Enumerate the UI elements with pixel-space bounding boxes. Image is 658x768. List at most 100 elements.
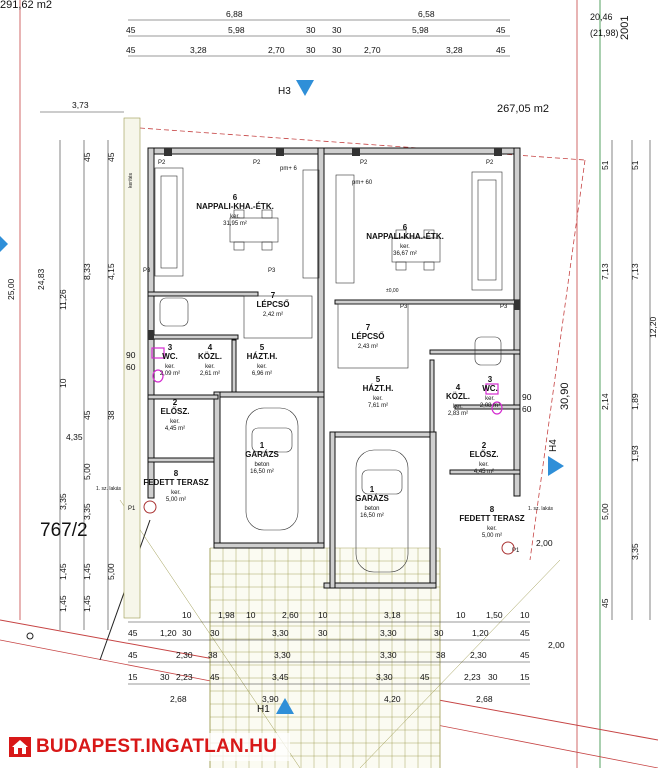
dim-bottom-row2-3: 30 bbox=[210, 628, 220, 638]
level-mark: ±0,00 bbox=[386, 288, 399, 294]
dim-bottom-row4-2: 2,23 bbox=[176, 672, 193, 682]
dim-bottom-row1-5: 3,18 bbox=[384, 610, 401, 620]
dim-bottom-row1-4: 10 bbox=[318, 610, 328, 620]
room-area: 31,95 m² bbox=[223, 221, 247, 227]
plot-area-left: 291,62 m2 bbox=[0, 0, 52, 11]
room-area: 5,00 m² bbox=[482, 533, 502, 539]
dim-top-13: 30 bbox=[332, 45, 342, 55]
room-area: 6,96 m² bbox=[252, 371, 272, 377]
h3-arrow bbox=[296, 80, 314, 96]
misc-labels: P2 P2 P2 P2 P3 P3 P3 P3 P1 P1 pm+ 6 pm+ … bbox=[26, 160, 554, 640]
plot-area-right: 267,05 m2 bbox=[497, 103, 549, 115]
room-name: ELŐSZ. bbox=[470, 450, 499, 459]
dim-right-9: 1,89 bbox=[630, 393, 640, 410]
dim-right-4: 7,13 bbox=[600, 263, 610, 280]
room-number: 8 bbox=[490, 505, 495, 514]
h1-arrow bbox=[276, 698, 294, 714]
room-floor: ker. bbox=[170, 419, 180, 425]
room-floor: ker. bbox=[373, 396, 383, 402]
dim-bottom-row5-0: 2,68 bbox=[170, 694, 187, 704]
room-name: WC. bbox=[482, 384, 498, 393]
dim-top-15: 3,28 bbox=[446, 45, 463, 55]
room-name: NAPPALI-KHA.-ÉTK. bbox=[196, 202, 274, 211]
dim-left-wall-2: 4,15 bbox=[106, 263, 116, 280]
h4-label: H4 bbox=[548, 439, 559, 452]
room-floor: ker. bbox=[205, 364, 215, 370]
dim-bottom-row5-2: 4,20 bbox=[384, 694, 401, 704]
dim-left-inner-6: 1,45 bbox=[82, 563, 92, 580]
room-name: ELŐSZ. bbox=[161, 407, 190, 416]
room-name: FEDETT TERASZ bbox=[143, 478, 208, 487]
dim-left-outer-2: 25,00 bbox=[6, 278, 16, 300]
dim-bottom-row2-7: 30 bbox=[434, 628, 444, 638]
dim-left-outer-4: 10 bbox=[58, 378, 68, 388]
dim-left-outer-1: 24,83 bbox=[36, 268, 46, 290]
room-number: 4 bbox=[208, 343, 213, 352]
dim-left-inner-4: 5,00 bbox=[82, 463, 92, 480]
dim-bottom-row1-6: 10 bbox=[456, 610, 466, 620]
dim-bottom-row3-4: 3,30 bbox=[380, 650, 397, 660]
dim-right-10: 1,93 bbox=[630, 445, 640, 462]
room-area: 2,09 m² bbox=[160, 371, 180, 377]
dim-left-inner-1: 45 bbox=[82, 152, 92, 162]
entry-left: 1. sz. lakás bbox=[96, 486, 122, 492]
room-area: 4,45 m² bbox=[165, 426, 185, 432]
fence-label: kerítés bbox=[128, 172, 134, 188]
room-floor: beton bbox=[364, 506, 379, 512]
dim-bottom-row4-5: 3,30 bbox=[376, 672, 393, 682]
room-floor: ker. bbox=[257, 364, 267, 370]
dim-top-5: 30 bbox=[306, 25, 316, 35]
p3-label-1: P3 bbox=[143, 268, 151, 274]
h3-label: H3 bbox=[278, 86, 291, 97]
dim-left-outer-7: 1,45 bbox=[58, 563, 68, 580]
house-icon bbox=[9, 737, 31, 757]
dim-left-wall-3: 38 bbox=[106, 410, 116, 420]
dim-bottom-row3-2: 38 bbox=[208, 650, 218, 660]
room-floor: ker. bbox=[479, 462, 489, 468]
room-number: 2 bbox=[482, 441, 487, 450]
p2-label-2: P2 bbox=[253, 160, 261, 166]
dim-right-3: 51 bbox=[630, 160, 640, 170]
dim-right-2: 51 bbox=[600, 160, 610, 170]
p1-label-2: P1 bbox=[512, 548, 520, 554]
room-number: 6 bbox=[403, 223, 408, 232]
wc-fixtures bbox=[151, 347, 503, 415]
dim-left-wall-1: 45 bbox=[106, 152, 116, 162]
dim-right-misc-1: 2,00 bbox=[536, 538, 553, 548]
room-floor: ker. bbox=[453, 404, 463, 410]
dim-right-5: 7,13 bbox=[630, 263, 640, 280]
room-floor: ker. bbox=[485, 396, 495, 402]
room-number: 5 bbox=[260, 343, 265, 352]
dim-top-14: 2,70 bbox=[364, 45, 381, 55]
dim-top-10: 3,28 bbox=[190, 45, 207, 55]
room-number: 4 bbox=[456, 383, 461, 392]
p1-label-1: P1 bbox=[128, 506, 136, 512]
room-name: KÖZL. bbox=[446, 392, 470, 401]
watermark-text: BUDAPEST.INGATLAN.HU bbox=[36, 736, 278, 757]
dim-top-4: 5,98 bbox=[228, 25, 245, 35]
room-floor: ker. bbox=[165, 364, 175, 370]
room-name: GARÁZS bbox=[245, 450, 279, 459]
dim-bottom-row2-9: 45 bbox=[520, 628, 530, 638]
h1-label: H1 bbox=[257, 704, 270, 715]
dim-bottom-row4-7: 2,23 bbox=[464, 672, 481, 682]
room-area: 36,67 m² bbox=[393, 251, 417, 257]
pm-right: pm+ 60 bbox=[352, 180, 373, 186]
room-floor: ker. bbox=[400, 244, 410, 250]
room-floor: beton bbox=[254, 462, 269, 468]
p3-label-3: P3 bbox=[400, 304, 408, 310]
dim-right-11: 5,00 bbox=[600, 503, 610, 520]
dim-bottom-row4-9: 15 bbox=[520, 672, 530, 682]
dim-right-6: 12,20 bbox=[648, 316, 658, 338]
entry-right: 1. sz. lakás bbox=[528, 506, 554, 512]
dim-left-outer-6: 3,35 bbox=[58, 493, 68, 510]
room-number: 8 bbox=[174, 469, 179, 478]
dim-bottom-row1-1: 1,98 bbox=[218, 610, 235, 620]
